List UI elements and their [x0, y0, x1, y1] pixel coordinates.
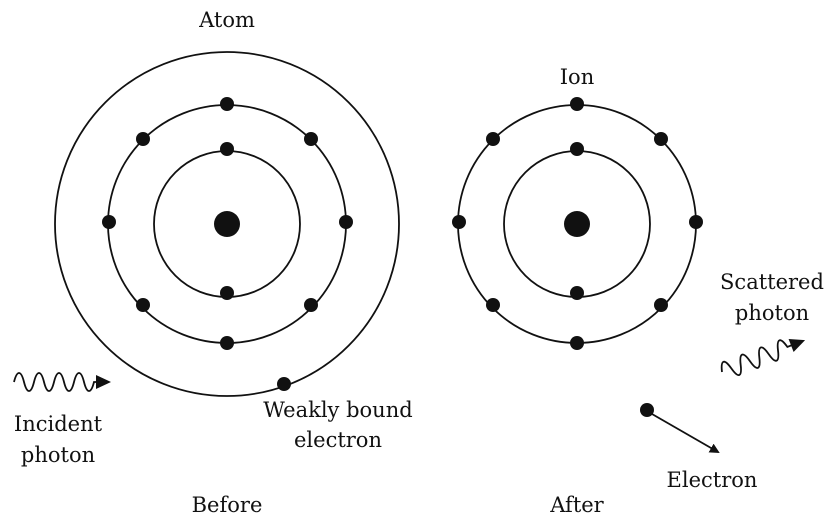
atom-diagram [54, 51, 400, 397]
ion-outer-electron [452, 215, 466, 229]
before-label: Before [192, 493, 263, 517]
incident-photon-wave [13, 372, 111, 392]
atom-middle-electron [304, 132, 318, 146]
scattered-photon-label-line2: photon [735, 301, 809, 325]
ion-nucleus [564, 211, 590, 237]
ion-inner-electron [570, 142, 584, 156]
ion-outer-electron [654, 298, 668, 312]
ion-outer-electron [570, 336, 584, 350]
ion-outer-electron [570, 97, 584, 111]
ion-outer-electron [486, 298, 500, 312]
ion-outer-electron [689, 215, 703, 229]
ion-outer-electron [486, 132, 500, 146]
atom-middle-electron [136, 298, 150, 312]
after-label: After [549, 493, 604, 517]
scattered-wave-path [720, 339, 794, 376]
ion-diagram [452, 97, 703, 350]
scattered-photon-wave [720, 338, 806, 376]
ejected-electron-arrow [651, 413, 720, 453]
ejected-electron [640, 403, 720, 453]
electron-label: Electron [667, 468, 758, 492]
atom-label: Atom [198, 8, 255, 32]
incident-photon-label-line1: Incident [14, 412, 103, 436]
weakly-bound-electron [277, 377, 291, 391]
scattered-photon-label-line1: Scattered [720, 270, 824, 294]
atom-inner-electron [220, 286, 234, 300]
ion-outer-electron [654, 132, 668, 146]
atom-middle-electron [102, 215, 116, 229]
incident-wave-path [13, 372, 98, 392]
scattered-arrowhead [788, 338, 806, 353]
atom-middle-electron [220, 336, 234, 350]
incident-photon-label-line2: photon [21, 443, 95, 467]
incident-arrowhead [96, 375, 111, 389]
weakly-bound-label-line2: electron [294, 428, 382, 452]
atom-middle-electron [220, 97, 234, 111]
atom-inner-electron [220, 142, 234, 156]
atom-middle-electron [304, 298, 318, 312]
ion-inner-electron [570, 286, 584, 300]
atom-middle-electron [339, 215, 353, 229]
ejected-electron-dot [640, 403, 654, 417]
atom-middle-electron [136, 132, 150, 146]
atom-nucleus [214, 211, 240, 237]
atom-outer-orbit [54, 51, 400, 397]
ion-label: Ion [560, 65, 594, 89]
weakly-bound-label-line1: Weakly bound [263, 398, 412, 422]
